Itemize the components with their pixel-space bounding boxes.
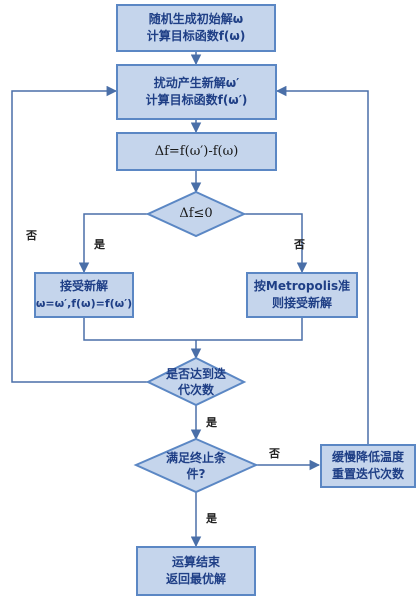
cool-line1: 缓慢降低温度	[331, 450, 404, 464]
edge-accept-merge	[83, 318, 196, 341]
end-line1: 运算结束	[171, 555, 220, 569]
decision-iter-label: 是否达到迭 代次数	[148, 358, 244, 405]
decision-stop-line1: 满足终止条	[165, 450, 226, 465]
decision-delta-shape	[145, 190, 247, 238]
end-line2: 返回最优解	[165, 572, 226, 586]
init-line1: 随机生成初始解ω	[148, 12, 244, 26]
label-yes-left: 是	[94, 238, 105, 251]
init-box: 随机生成初始解ω 计算目标函数f(ω)	[116, 4, 276, 52]
decision-stop-line2: 件?	[186, 466, 206, 481]
decision-stop-label: 满足终止条 件?	[136, 439, 256, 492]
edge-metropolis-merge	[196, 318, 303, 341]
decision-iter-line1: 是否达到迭	[165, 366, 226, 381]
init-line2: 计算目标函数f(ω)	[146, 29, 246, 43]
decision-delta-text: Δf≤0	[179, 206, 213, 221]
label-no-right: 否	[294, 238, 305, 251]
metropolis-line1: 按Metropolis准	[253, 279, 351, 293]
delta-box: Δf=f(ω′)-f(ω)	[116, 132, 277, 171]
perturb-line1: 扰动产生新解ω′	[153, 76, 240, 90]
edge-decision-accept	[78, 213, 148, 274]
edge-cool-loop	[275, 85, 369, 444]
perturb-box: 扰动产生新解ω′ 计算目标函数f(ω′)	[116, 64, 277, 120]
perturb-line2: 计算目标函数f(ω′)	[145, 93, 248, 107]
label-no-loop: 否	[26, 229, 37, 242]
end-box: 运算结束 返回最优解	[136, 546, 256, 596]
edge-iter-loop	[11, 85, 148, 383]
decision-delta-label: Δf≤0	[148, 192, 244, 236]
label-yes-iter: 是	[206, 416, 217, 429]
decision-stop-shape	[133, 437, 259, 494]
accept-line1: 接受新解	[59, 279, 108, 293]
accept-box: 接受新解 ω=ω′,f(ω)=f(ω′)	[34, 272, 134, 318]
accept-line2: ω=ω′,f(ω)=f(ω′)	[35, 297, 133, 310]
label-no-stop: 否	[269, 447, 280, 460]
decision-iter-line2: 代次数	[177, 382, 214, 397]
label-yes-stop: 是	[206, 512, 217, 525]
edge-decision-metropolis	[244, 213, 308, 274]
decision-iter-shape	[145, 356, 247, 407]
delta-formula: Δf=f(ω′)-f(ω)	[154, 144, 239, 159]
cool-line2: 重置迭代次数	[331, 467, 404, 481]
metropolis-line2: 则接受新解	[271, 296, 332, 310]
metropolis-box: 按Metropolis准 则接受新解	[246, 272, 358, 318]
cool-box: 缓慢降低温度 重置迭代次数	[320, 444, 416, 488]
